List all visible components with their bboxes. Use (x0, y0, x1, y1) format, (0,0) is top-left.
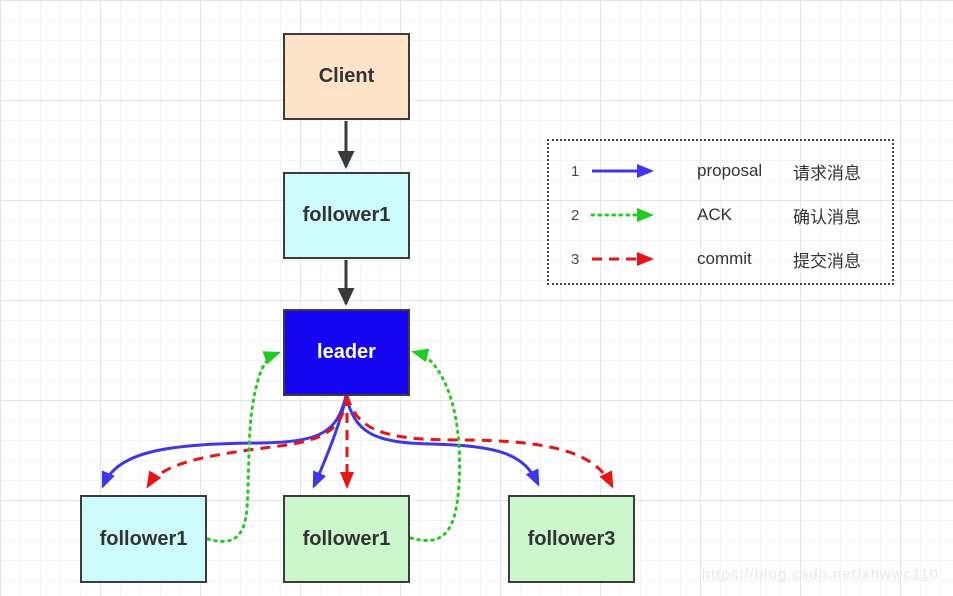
legend-label-ack: ACK (697, 205, 732, 224)
commit-arrow-leader-to-follower1-left (146, 395, 349, 489)
ack-arrow-follower1-left-to-leader (206, 351, 281, 543)
legend-label-commit-zh: 提交消息 (793, 251, 861, 271)
follower1-bottom-left-node: follower1 (80, 495, 207, 583)
client-label: Client (318, 65, 375, 87)
legend-label-ack-zh: 确认消息 (793, 207, 861, 227)
legend-label-proposal: proposal (697, 161, 763, 180)
legend-label-commit: commit (697, 249, 752, 268)
leader-label: leader (317, 341, 376, 363)
commit-arrow-leader-to-follower3 (345, 395, 614, 489)
watermark: https://blog.csdn.net/xhwwc110 (701, 566, 939, 583)
proposal-arrow-sample-icon (592, 164, 654, 178)
follower1-bottom-middle-label: follower1 (302, 527, 391, 550)
proposal-arrow-leader-to-follower3 (344, 395, 540, 487)
legend-label-proposal-zh: 请求消息 (793, 163, 861, 183)
follower3-node: follower3 (508, 495, 635, 583)
client-node: Client (283, 33, 410, 120)
ack-arrow-sample-icon (590, 208, 654, 222)
leader-node: leader (283, 309, 410, 396)
legend-box: 1 proposal 请求消息 2 ACK 确认消息 3 commit 提交消息 (547, 139, 894, 285)
follower1-bottom-middle-node: follower1 (283, 495, 410, 583)
legend-number-1: 1 (571, 162, 580, 180)
proposal-arrow-leader-to-follower1-left (101, 395, 348, 489)
follower1-bottom-left-label: follower1 (99, 527, 188, 550)
follower1-top-label: follower1 (302, 204, 391, 226)
commit-arrow-sample-icon (592, 252, 654, 266)
proposal-arrow-leader-to-follower1-middle (312, 395, 348, 489)
legend-number-2: 2 (571, 206, 580, 224)
ack-arrow-follower1-middle-to-leader (409, 348, 462, 543)
follower1-top-node: follower1 (283, 172, 410, 259)
legend-row-ack: 2 ACK 确认消息 (571, 193, 892, 237)
legend-row-commit: 3 commit 提交消息 (571, 237, 892, 281)
follower3-label: follower3 (527, 527, 616, 550)
legend-number-3: 3 (571, 250, 580, 268)
legend-row-proposal: 1 proposal 请求消息 (571, 149, 892, 193)
